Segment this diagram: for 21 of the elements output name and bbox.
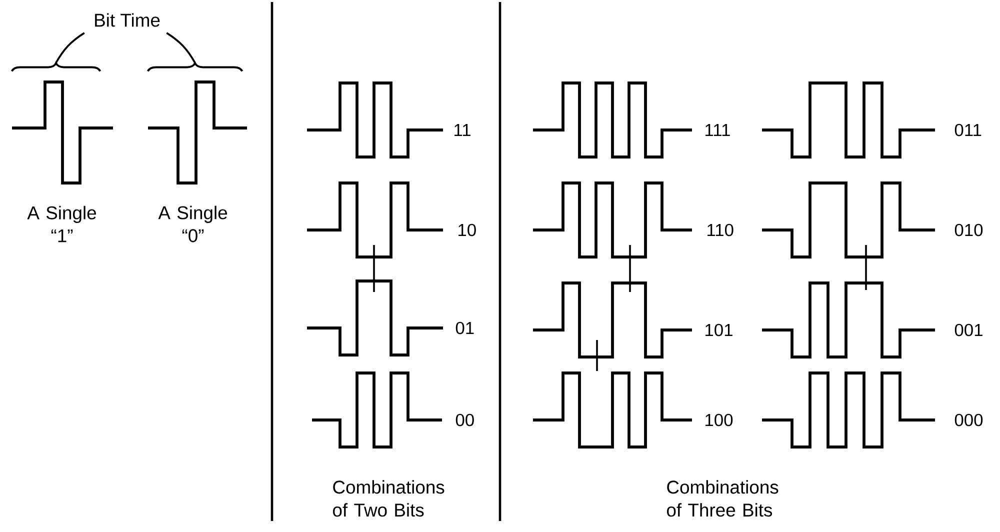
annotation-text: Bit Time — [95, 13, 160, 27]
bit-label: 000 — [954, 414, 983, 426]
leader-line — [55, 32, 85, 64]
bit-label: 011 — [954, 124, 982, 136]
leader-line — [166, 32, 196, 64]
brace — [10, 62, 102, 72]
bit-label: 01 — [456, 322, 474, 334]
waveform-caption: A Single “1” — [27, 206, 96, 242]
bit-label: 10 — [458, 224, 476, 236]
bit-label: 00 — [456, 414, 474, 426]
bit-label: 111 — [706, 124, 730, 136]
column-caption: Combinations of Three Bits — [666, 480, 778, 517]
bit-label: 110 — [708, 224, 734, 236]
bit-label: 101 — [706, 324, 732, 336]
bit-label: 010 — [954, 224, 983, 236]
bit-label: 001 — [954, 324, 982, 336]
bit-label: 11 — [454, 124, 470, 136]
brace — [146, 62, 244, 72]
bit-label: 100 — [706, 414, 733, 426]
column-caption: Combinations of Two Bits — [333, 480, 444, 517]
waveform-caption: A Single “0” — [158, 206, 228, 242]
